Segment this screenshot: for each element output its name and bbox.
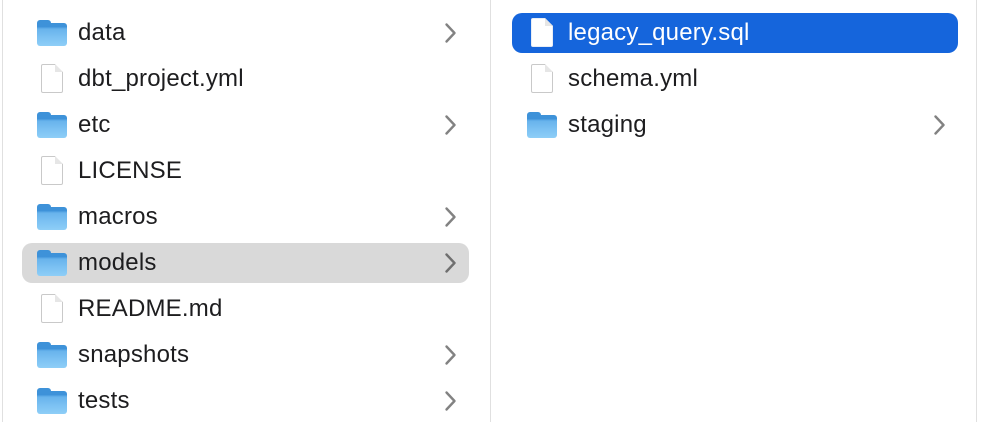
column-resize-handle[interactable] bbox=[490, 0, 491, 422]
item-label: staging bbox=[568, 111, 647, 138]
item-label: data bbox=[78, 19, 126, 46]
item-label: legacy_query.sql bbox=[568, 19, 750, 46]
item-label: snapshots bbox=[78, 341, 190, 368]
left-edge-border bbox=[2, 0, 3, 422]
folder-icon bbox=[36, 247, 68, 279]
table-row: staging bbox=[491, 105, 976, 149]
item-label: dbt_project.yml bbox=[78, 65, 244, 92]
document-icon bbox=[36, 155, 68, 187]
item-label: LICENSE bbox=[78, 157, 183, 184]
folder-icon bbox=[36, 17, 68, 49]
item-label: models bbox=[78, 249, 157, 276]
chevron-right-icon bbox=[445, 345, 456, 365]
chevron-right-icon bbox=[445, 253, 456, 273]
folder-icon bbox=[36, 201, 68, 233]
finder-column-parent: data dbt_project.yml etc LICENSE macros bbox=[3, 0, 490, 422]
chevron-right-icon bbox=[445, 115, 456, 135]
list-item-tests[interactable]: tests bbox=[22, 381, 469, 421]
chevron-right-icon bbox=[934, 115, 945, 135]
item-label: tests bbox=[78, 387, 130, 414]
table-row: snapshots bbox=[3, 335, 490, 379]
table-row: README.md bbox=[3, 289, 490, 333]
item-label: schema.yml bbox=[568, 65, 699, 92]
folder-icon bbox=[36, 339, 68, 371]
list-item-macros[interactable]: macros bbox=[22, 197, 469, 237]
item-label: README.md bbox=[78, 295, 223, 322]
item-label: macros bbox=[78, 203, 158, 230]
table-row: schema.yml bbox=[491, 59, 976, 103]
table-row: dbt_project.yml bbox=[3, 59, 490, 103]
chevron-right-icon bbox=[445, 207, 456, 227]
finder-column-child: legacy_query.sql schema.yml staging bbox=[491, 0, 976, 422]
list-item-data[interactable]: data bbox=[22, 13, 469, 53]
table-row: LICENSE bbox=[3, 151, 490, 195]
document-icon bbox=[526, 63, 558, 95]
chevron-right-icon bbox=[445, 23, 456, 43]
list-item-license[interactable]: LICENSE bbox=[22, 151, 469, 191]
folder-icon bbox=[36, 385, 68, 417]
table-row: macros bbox=[3, 197, 490, 241]
table-row: data bbox=[3, 13, 490, 57]
table-row: tests bbox=[3, 381, 490, 425]
document-icon bbox=[526, 17, 558, 49]
list-item-readme-md[interactable]: README.md bbox=[22, 289, 469, 329]
column-resize-handle[interactable] bbox=[976, 0, 977, 422]
folder-icon bbox=[36, 109, 68, 141]
table-row: models bbox=[3, 243, 490, 287]
list-item-staging[interactable]: staging bbox=[512, 105, 958, 145]
list-item-etc[interactable]: etc bbox=[22, 105, 469, 145]
item-label: etc bbox=[78, 111, 111, 138]
chevron-right-icon bbox=[445, 391, 456, 411]
table-row: legacy_query.sql bbox=[491, 13, 976, 57]
document-icon bbox=[36, 293, 68, 325]
table-row: etc bbox=[3, 105, 490, 149]
folder-icon bbox=[526, 109, 558, 141]
list-item-models-selected[interactable]: models bbox=[22, 243, 469, 283]
document-icon bbox=[36, 63, 68, 95]
list-item-schema-yml[interactable]: schema.yml bbox=[512, 59, 958, 99]
list-item-legacy-query-sql-selected[interactable]: legacy_query.sql bbox=[512, 13, 958, 53]
list-item-dbt-project-yml[interactable]: dbt_project.yml bbox=[22, 59, 469, 99]
list-item-snapshots[interactable]: snapshots bbox=[22, 335, 469, 375]
